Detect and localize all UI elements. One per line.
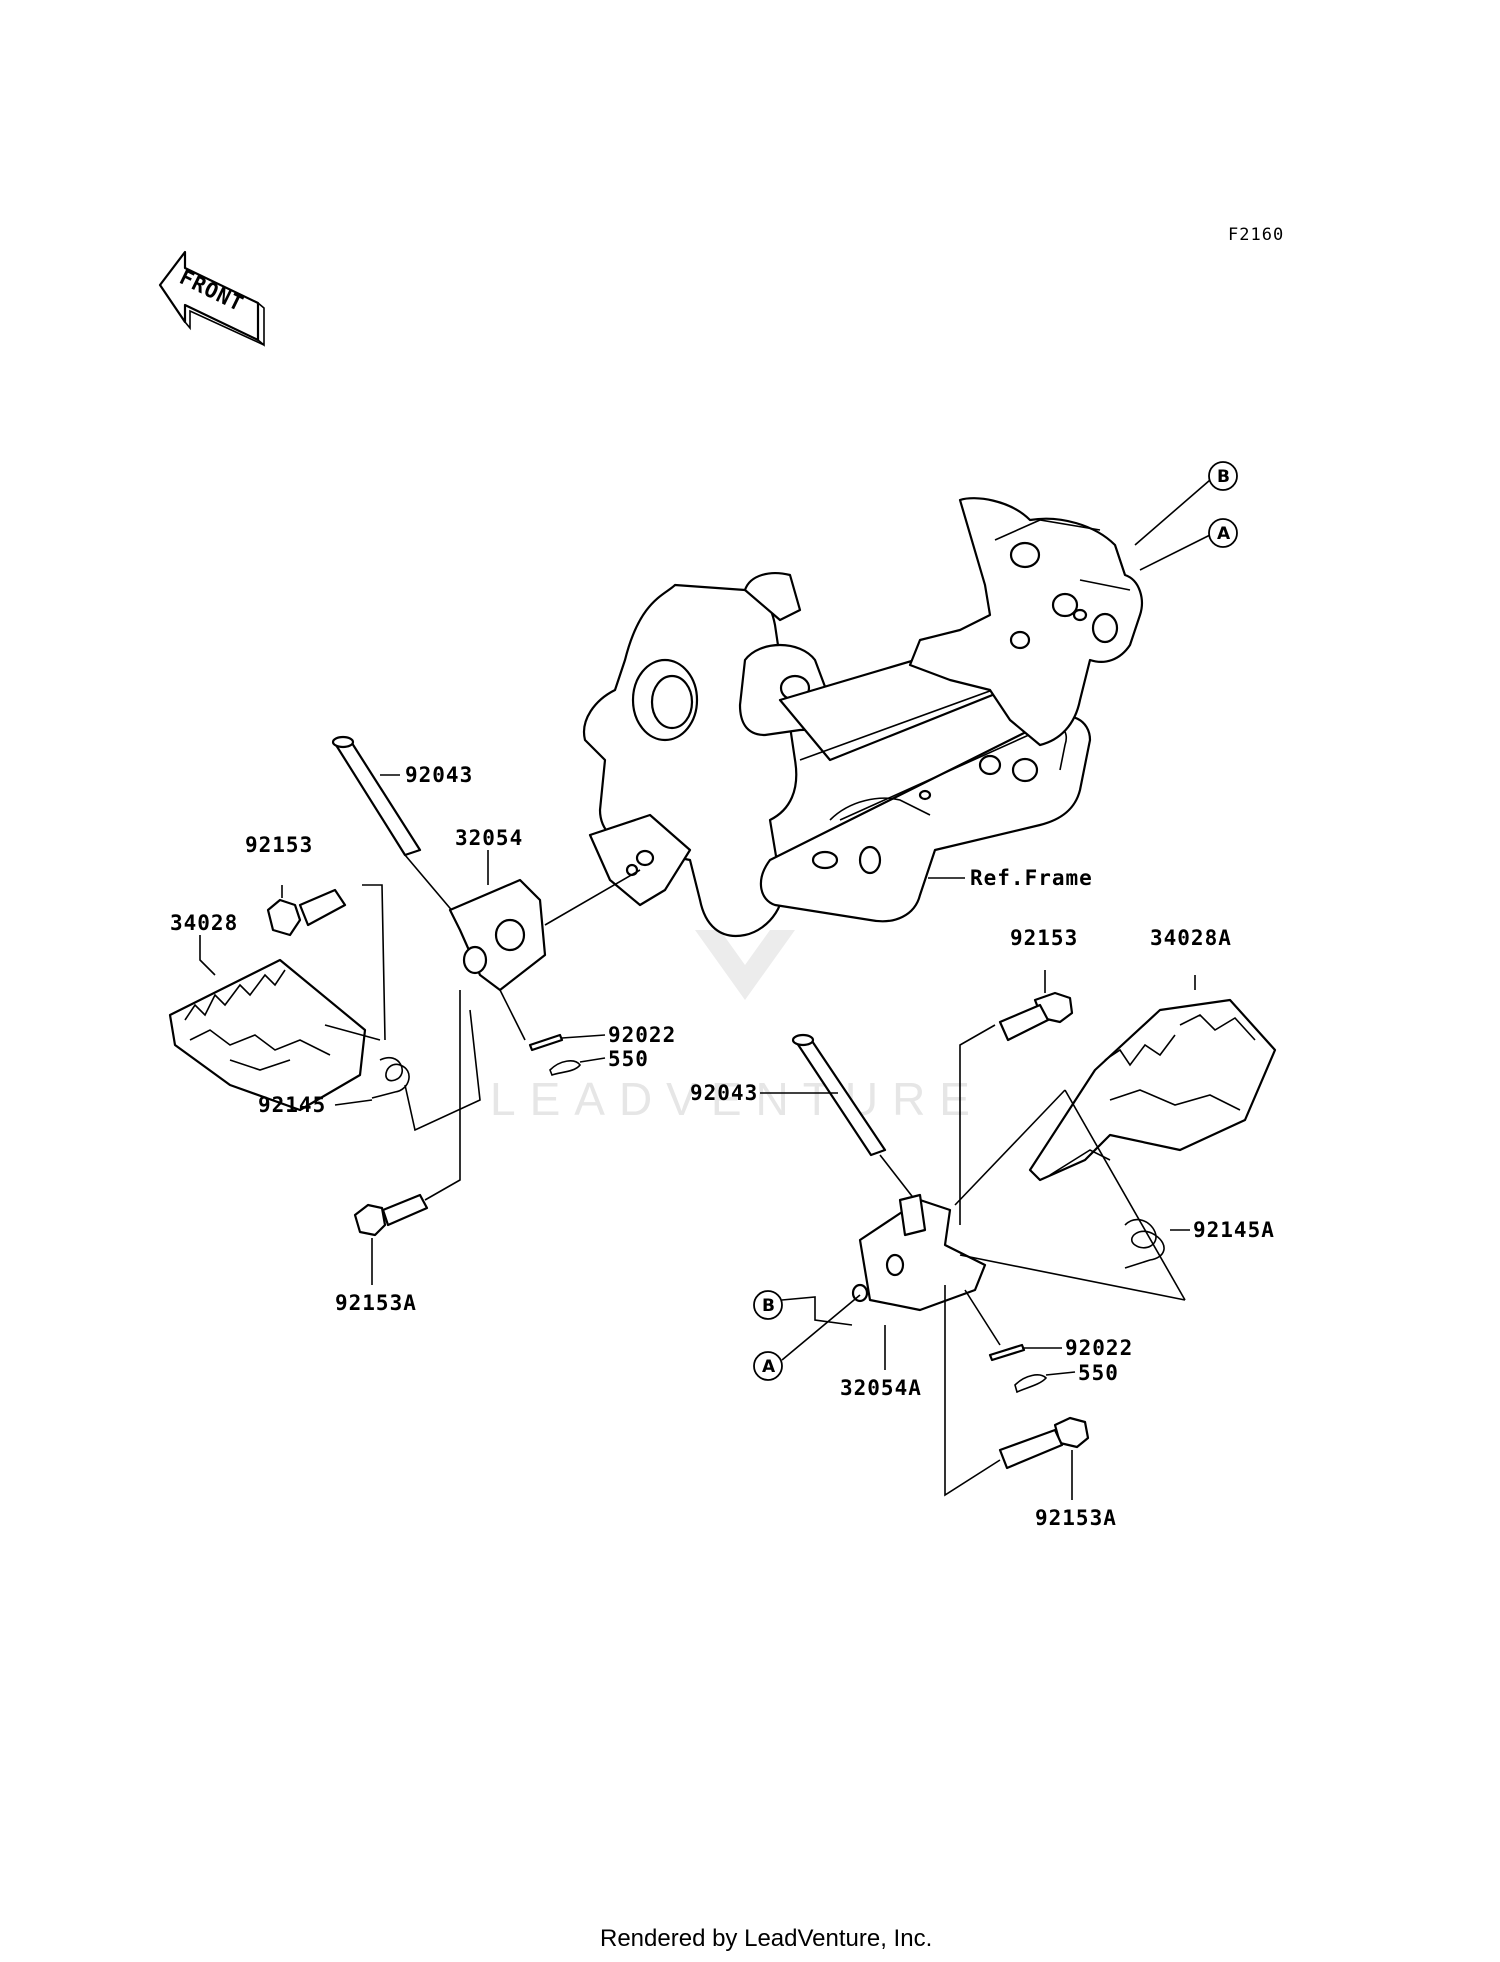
bolt-left-upper	[266, 884, 386, 1041]
label-550-left: 550	[608, 1047, 649, 1071]
spring-right	[959, 1089, 1190, 1301]
front-arrow-icon: FRONT	[158, 250, 265, 347]
callout-a-right-letter: A	[762, 1357, 776, 1377]
label-92153A-right: 92153A	[1035, 1506, 1117, 1530]
pin-left	[331, 735, 461, 921]
label-550-right: 550	[1078, 1361, 1119, 1385]
bolt-right-lower	[944, 1285, 1090, 1500]
label-92043-right: 92043	[690, 1081, 758, 1105]
callout-a-top: A	[1139, 518, 1238, 571]
cotter-pin-right	[1014, 1371, 1076, 1394]
label-34028A: 34028A	[1150, 926, 1232, 950]
washer-right	[964, 1289, 1062, 1362]
footer-credit: Rendered by LeadVenture, Inc.	[600, 1925, 932, 1952]
figure-id: F2160	[1228, 225, 1284, 245]
label-92153A-left: 92153A	[335, 1291, 417, 1315]
pin-right	[760, 1033, 916, 1201]
bolt-right-upper	[954, 970, 1074, 1225]
label-92145: 92145	[258, 1093, 326, 1117]
cotter-pin-left	[549, 1057, 606, 1077]
washer-left	[499, 989, 606, 1052]
right-assembly: B A	[753, 970, 1277, 1500]
label-32054: 32054	[455, 826, 523, 850]
label-34028: 34028	[170, 911, 238, 935]
callout-b-top: B	[1134, 461, 1238, 546]
label-92022-right: 92022	[1065, 1336, 1133, 1360]
bracket-left	[448, 850, 641, 992]
ref-frame-label: Ref.Frame	[970, 866, 1093, 890]
callout-b-letter: B	[1217, 467, 1230, 487]
label-92022-left: 92022	[608, 1023, 676, 1047]
spring-left	[334, 1009, 481, 1132]
label-92153-right: 92153	[1010, 926, 1078, 950]
label-92153-left: 92153	[245, 833, 313, 857]
callout-b-right: B	[753, 1290, 853, 1326]
frame-drawing	[582, 497, 1143, 938]
watermark: LEADVENTURE	[490, 930, 984, 1125]
label-32054A: 32054A	[840, 1376, 922, 1400]
callout-a-right: A	[753, 1294, 861, 1381]
callout-b-right-letter: B	[762, 1296, 775, 1316]
watermark-text: LEADVENTURE	[490, 1073, 984, 1125]
callout-a-letter: A	[1217, 524, 1231, 544]
footpeg-left	[168, 935, 381, 1112]
left-assembly	[168, 735, 641, 1285]
bracket-right	[851, 1193, 987, 1370]
label-92145A: 92145A	[1193, 1218, 1275, 1242]
label-92043-left: 92043	[405, 763, 473, 787]
bolt-left-lower	[353, 990, 461, 1285]
